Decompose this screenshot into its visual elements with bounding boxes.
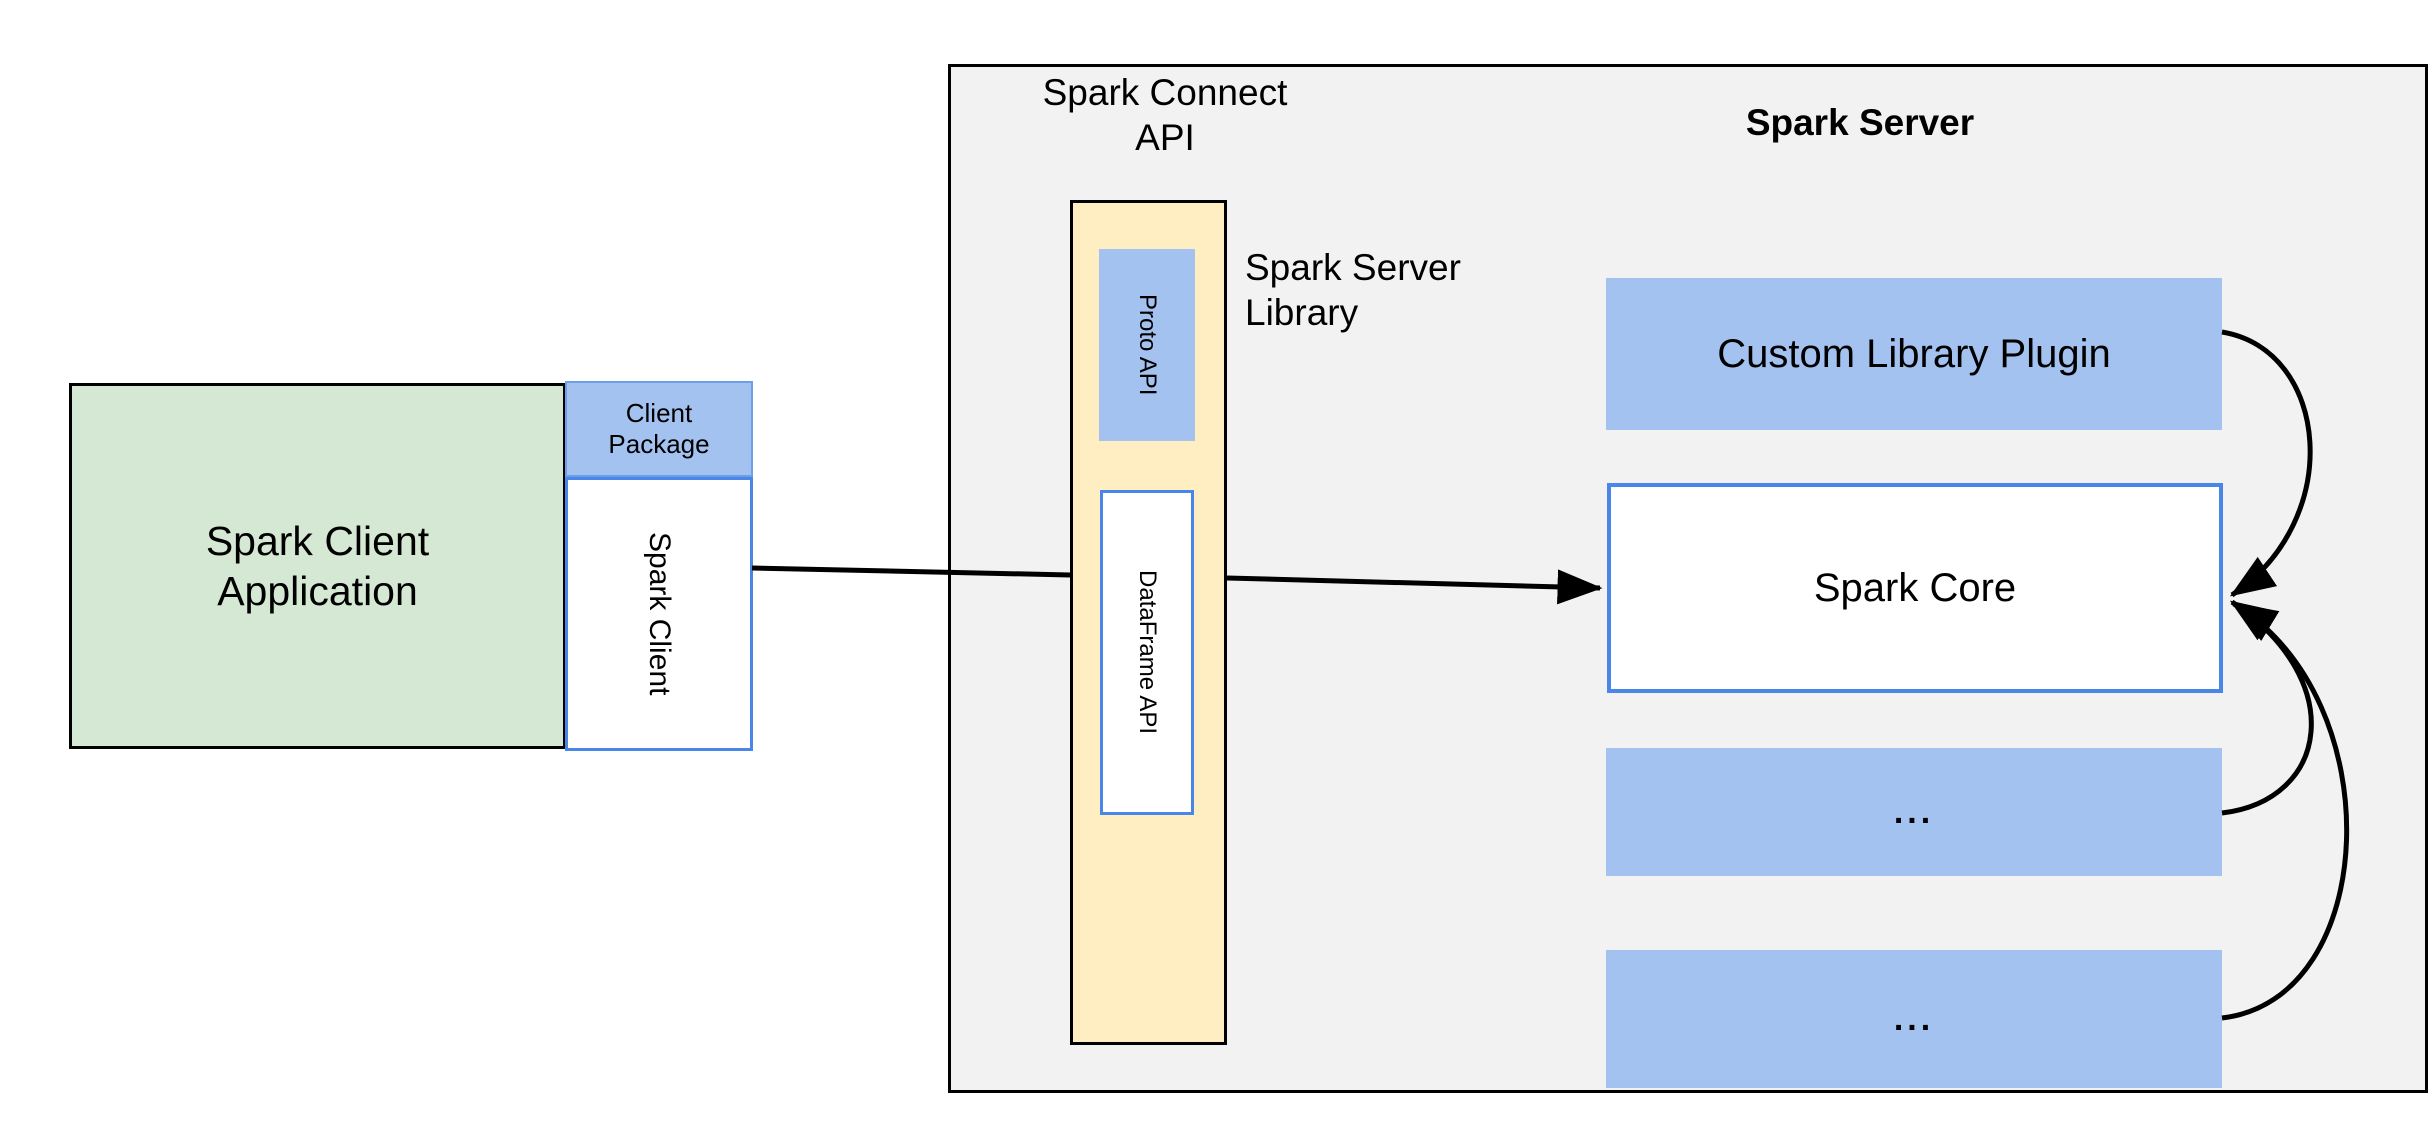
- client-package-box[interactable]: Client Package: [565, 381, 753, 477]
- placeholder-box-1[interactable]: ...: [1606, 748, 2222, 876]
- proto-api-label: Proto API: [1134, 294, 1161, 396]
- custom-library-plugin-box[interactable]: Custom Library Plugin: [1606, 278, 2222, 430]
- spark-server-title: Spark Server: [1745, 102, 1975, 143]
- proto-api-box[interactable]: Proto API: [1099, 249, 1195, 441]
- custom-library-plugin-label: Custom Library Plugin: [1717, 331, 2111, 376]
- spark-client-label: Spark Client: [643, 532, 676, 696]
- spark-core-label: Spark Core: [1813, 565, 2017, 610]
- placeholder-label-1: ...: [1893, 792, 1935, 831]
- spark-core-box[interactable]: Spark Core: [1607, 483, 2223, 693]
- spark-connect-api-label: Spark Connect API: [1042, 72, 1288, 159]
- dataframe-api-box[interactable]: DataFrame API: [1100, 490, 1194, 815]
- spark-client-box[interactable]: Spark Client: [565, 477, 753, 751]
- placeholder-box-2[interactable]: ...: [1606, 950, 2222, 1088]
- spark-client-application-label: Spark Client Application: [205, 517, 430, 614]
- dataframe-api-label: DataFrame API: [1134, 570, 1161, 735]
- spark-server-library-label: Spark Server Library: [1245, 247, 1461, 334]
- client-package-label: Client Package: [608, 397, 710, 459]
- spark-client-application-box[interactable]: Spark Client Application: [69, 383, 566, 749]
- placeholder-label-2: ...: [1893, 999, 1935, 1038]
